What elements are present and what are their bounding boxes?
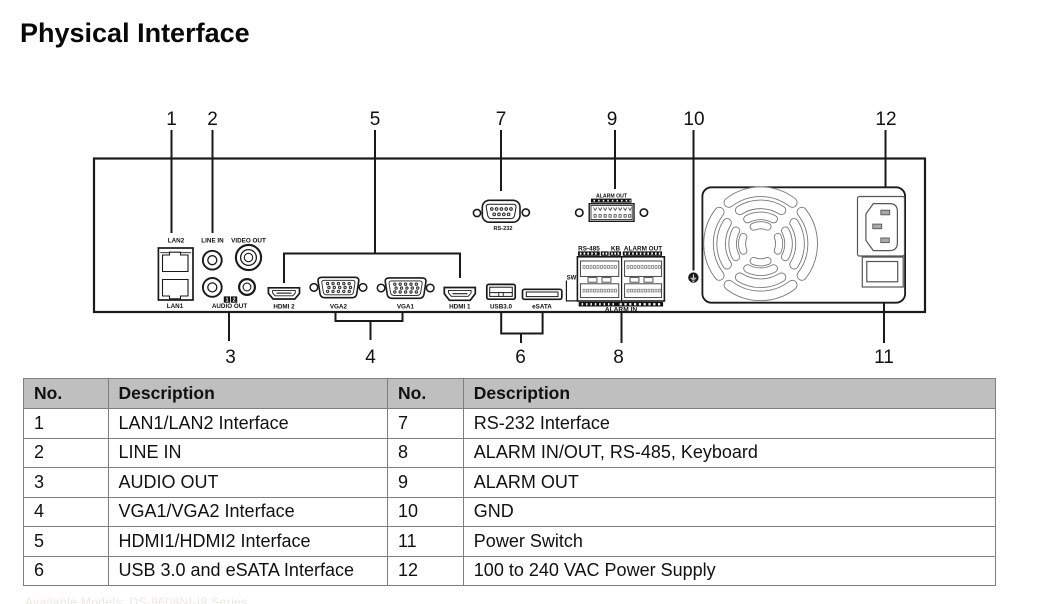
svg-text:ALARM OUT: ALARM OUT (624, 246, 662, 253)
svg-text:RS-232: RS-232 (494, 226, 513, 232)
svg-text:ALARM OUT: ALARM OUT (596, 194, 628, 200)
svg-text:2: 2 (233, 298, 236, 304)
svg-text:9: 9 (607, 109, 618, 130)
svg-text:7: 7 (496, 109, 507, 130)
svg-text:5: 5 (370, 109, 381, 130)
svg-text:2: 2 (207, 109, 218, 130)
svg-text:1: 1 (225, 298, 228, 304)
svg-text:6: 6 (515, 347, 526, 368)
svg-text:USB3.0: USB3.0 (490, 304, 513, 311)
svg-text:11: 11 (874, 347, 894, 368)
svg-text:3: 3 (225, 347, 236, 368)
svg-text:HDMI 2: HDMI 2 (273, 304, 295, 311)
svg-text:VGA1: VGA1 (397, 304, 415, 311)
svg-text:SW: SW (567, 276, 577, 282)
svg-text:HDMI 1: HDMI 1 (449, 304, 471, 311)
svg-text:RS-485: RS-485 (578, 246, 600, 253)
svg-text:KB: KB (611, 246, 621, 253)
svg-text:LAN1: LAN1 (167, 303, 184, 310)
svg-text:eSATA: eSATA (532, 304, 552, 311)
svg-text:8: 8 (613, 347, 624, 368)
svg-text:4: 4 (365, 347, 376, 368)
svg-text:VIDEO OUT: VIDEO OUT (231, 238, 266, 245)
svg-text:10: 10 (683, 109, 704, 130)
svg-text:VGA2: VGA2 (330, 304, 348, 311)
svg-text:LINE IN: LINE IN (201, 238, 224, 245)
svg-text:12: 12 (875, 109, 896, 130)
svg-text:AUDIO OUT: AUDIO OUT (212, 303, 247, 310)
svg-text:1: 1 (166, 109, 177, 130)
svg-text:LAN2: LAN2 (168, 238, 185, 245)
svg-text:ALARM IN: ALARM IN (605, 307, 637, 314)
